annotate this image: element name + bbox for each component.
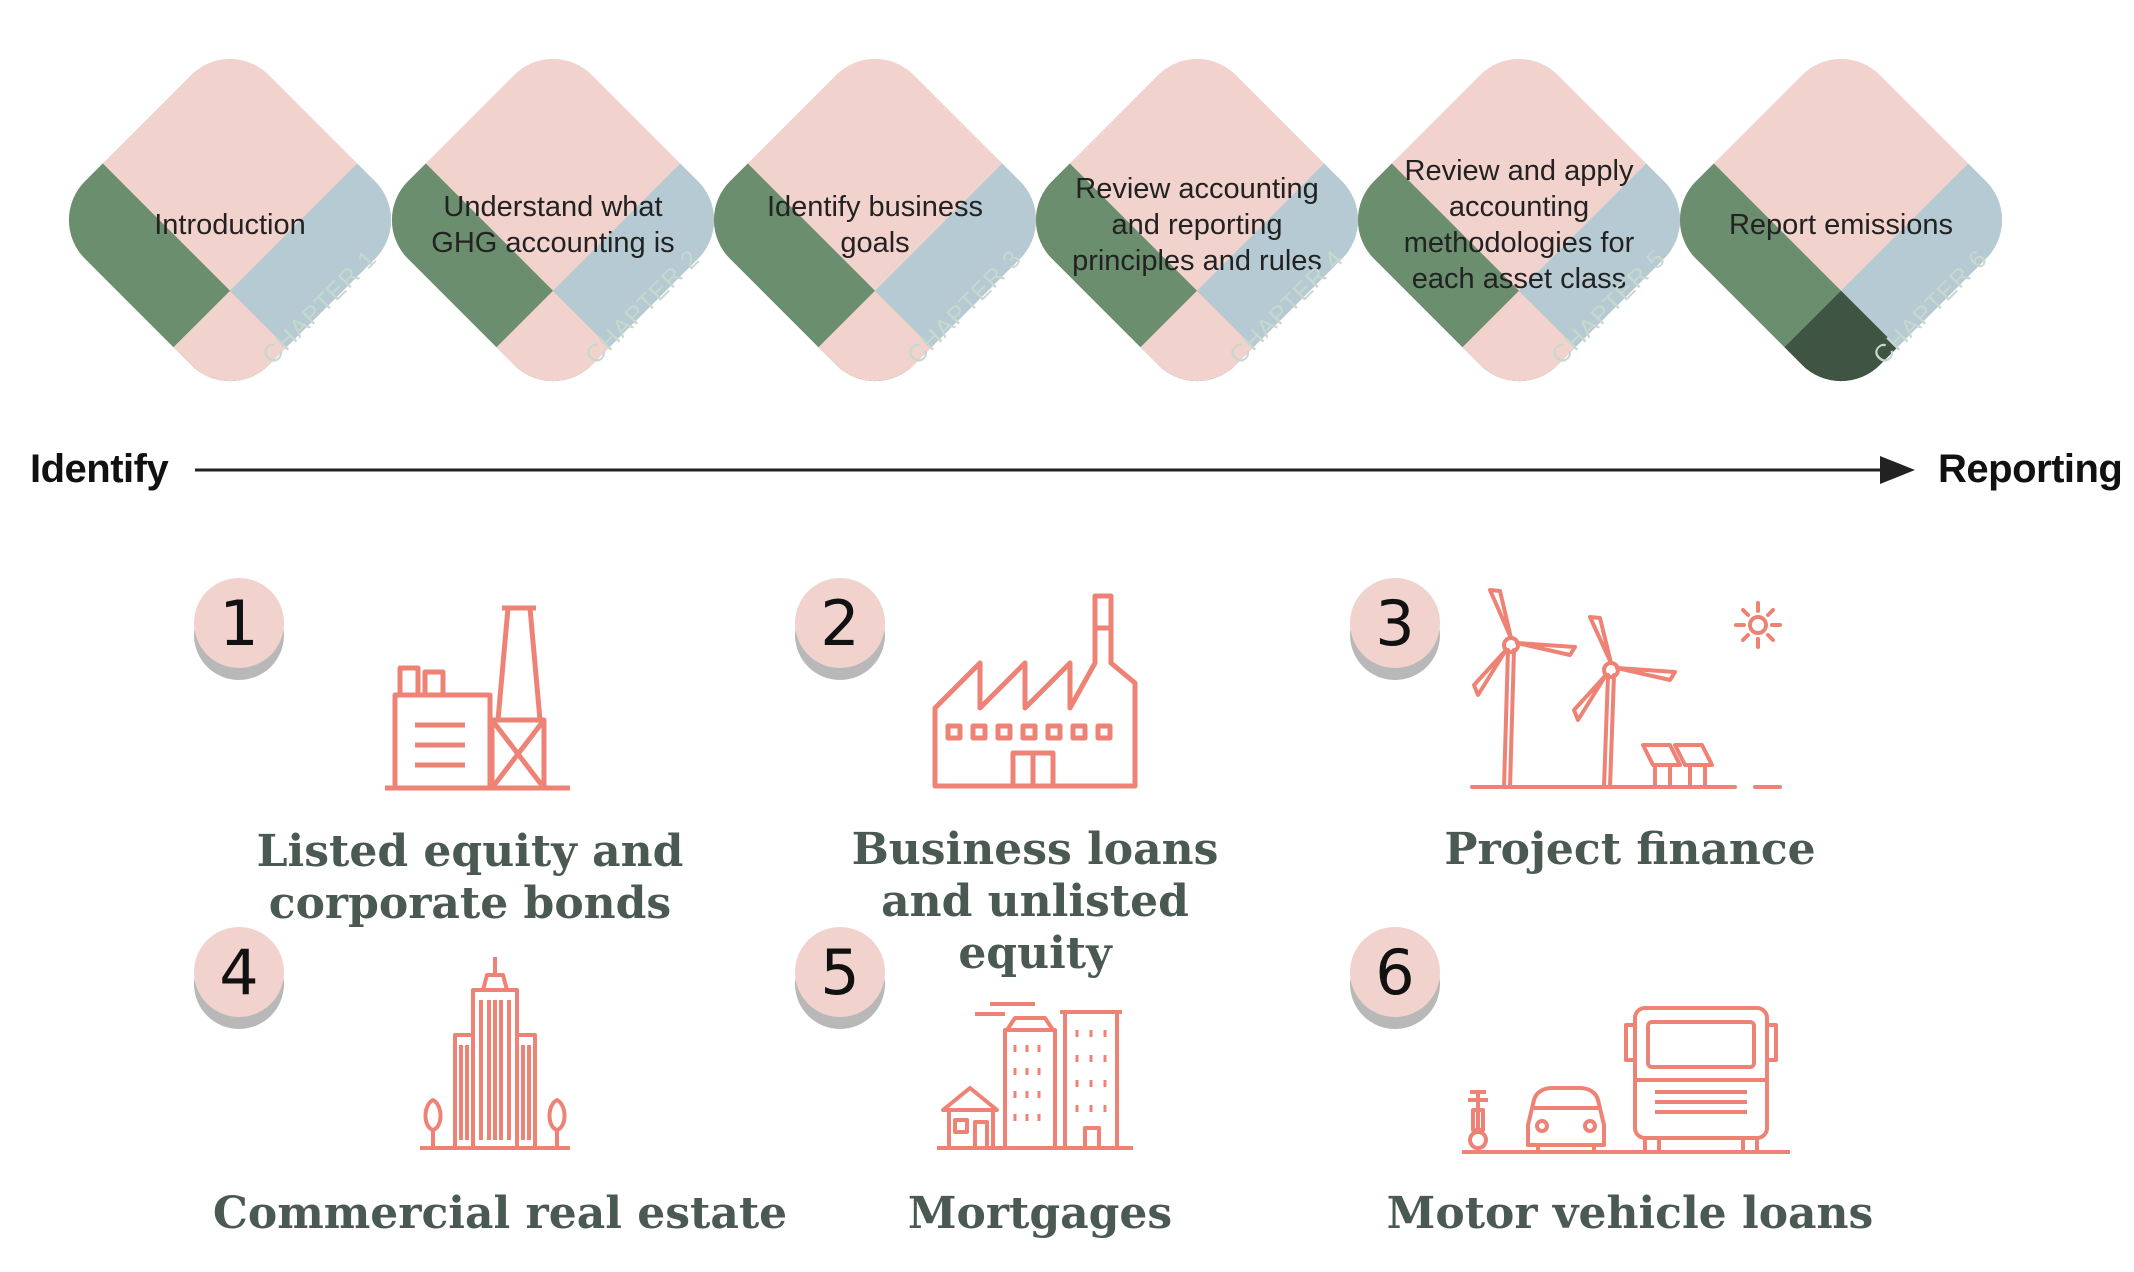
chapter-2-shape <box>369 36 737 404</box>
wind-solar-icon <box>1470 588 1782 789</box>
asset-number-6: 6 <box>1350 927 1440 1017</box>
chapter-4-shape <box>1013 36 1381 404</box>
chapter-5-diamond: Review and apply accounting methodologie… <box>1334 35 1704 405</box>
skyscraper-icon <box>420 957 570 1150</box>
chapter-3-shape <box>691 36 1059 404</box>
chapter-6-shape <box>1657 36 2025 404</box>
chapter-6-title: Report emissions <box>1728 209 1954 241</box>
asset-title-5: Mortgages <box>907 1188 1173 1239</box>
asset-number-3: 3 <box>1350 578 1440 668</box>
asset-number-5: 5 <box>795 927 885 1017</box>
factory-icon <box>932 593 1138 789</box>
asset-number-4: 4 <box>194 927 284 1017</box>
chapter-1-title: Introduction <box>154 209 306 241</box>
asset-number-2: 2 <box>795 578 885 668</box>
factory-tower-icon <box>385 605 570 791</box>
chapter-4-diamond: Review accounting and reporting principl… <box>1012 35 1382 405</box>
chapter-5-shape <box>1335 36 1703 404</box>
asset-title-1: Listed equity and corporate bonds <box>256 826 684 929</box>
houses-icon <box>937 1002 1133 1150</box>
axis-end-label: Reporting <box>1938 447 2123 491</box>
chapter-4-title: Review accounting and reporting principl… <box>1072 173 1322 277</box>
asset-title-4: Commercial real estate <box>212 1188 788 1239</box>
vehicles-icon <box>1462 1006 1790 1154</box>
progress-arrow <box>195 456 1915 484</box>
chapter-3-title: Identify business goals <box>766 191 983 259</box>
chapter-5-title: Review and apply accounting methodologie… <box>1403 155 1635 295</box>
asset-title-3: Project finance <box>1444 824 1816 875</box>
chapter-2-title: Understand what GHG accounting is <box>431 191 675 259</box>
chapter-1-shape <box>46 36 414 404</box>
asset-title-6: Motor vehicle loans <box>1386 1188 1874 1239</box>
asset-number-1: 1 <box>194 578 284 668</box>
asset-title-2: Business loans and unlisted equity <box>851 824 1219 979</box>
axis-start-label: Identify <box>30 447 169 491</box>
